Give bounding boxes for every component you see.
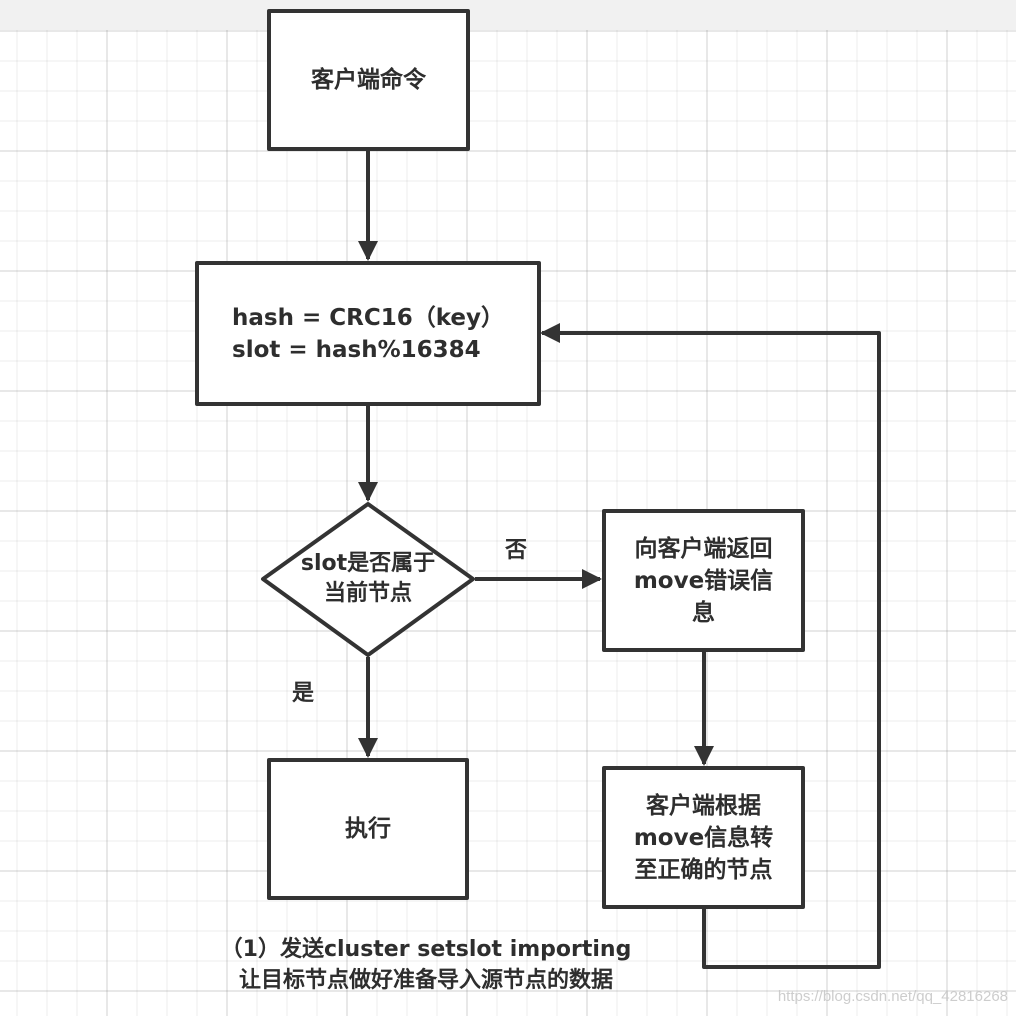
- top-band: [0, 0, 1016, 30]
- node-client-command-label: 客户端命令: [311, 67, 426, 93]
- node-hash-calc-label: hash = CRC16（key） slot = hash%16384: [232, 304, 504, 363]
- node-redirect: 客户端根据 move信息转 至正确的节点: [602, 766, 805, 909]
- node-execute-label: 执行: [345, 816, 391, 842]
- edge-label-no: 否: [505, 538, 528, 563]
- caption-line-2: 让目标节点做好准备导入源节点的数据: [238, 968, 613, 993]
- node-hash-calc: hash = CRC16（key） slot = hash%16384: [195, 261, 541, 406]
- canvas-grid: [0, 30, 1016, 1016]
- node-execute: 执行: [267, 758, 469, 900]
- node-redirect-label: 客户端根据 move信息转 至正确的节点: [633, 792, 774, 883]
- node-return-move-label: 向客户端返回 move错误信 息: [633, 535, 774, 626]
- caption-line-1: （1）发送cluster setslot importing: [220, 937, 632, 962]
- decision-diamond: [261, 502, 475, 657]
- node-slot-check-label: slot是否属于 当前节点: [300, 551, 436, 606]
- watermark: https://blog.csdn.net/qq_42816268: [777, 988, 1008, 1005]
- caption: （1）发送cluster setslot importing 让目标节点做好准备…: [196, 934, 656, 996]
- node-client-command: 客户端命令: [267, 9, 470, 151]
- node-return-move: 向客户端返回 move错误信 息: [602, 509, 805, 652]
- edge-label-yes: 是: [292, 681, 315, 706]
- edge-redirect-loop-to-hash: [540, 323, 881, 969]
